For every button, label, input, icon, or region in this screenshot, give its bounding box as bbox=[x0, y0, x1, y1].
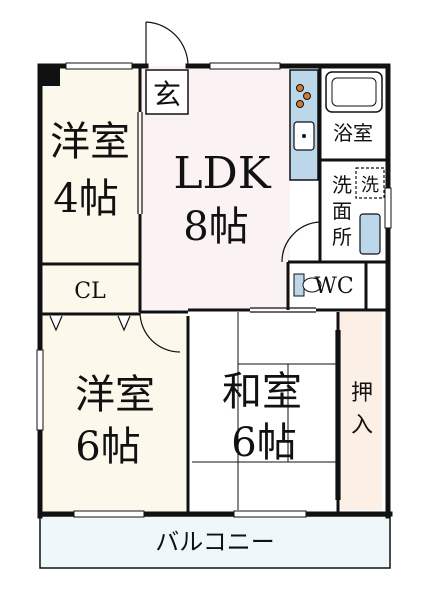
japanese-room-floor bbox=[192, 312, 338, 510]
western-room-4-size: 4帖 bbox=[53, 176, 118, 222]
ldk-size: 8帖 bbox=[183, 204, 248, 250]
bathtub-icon bbox=[325, 71, 383, 113]
corner-pillar bbox=[40, 66, 60, 86]
closet-floor bbox=[44, 266, 140, 314]
balcony-label: バルコニー bbox=[155, 528, 275, 556]
oshiire-floor bbox=[338, 312, 382, 510]
stove-burner-icon bbox=[296, 84, 304, 92]
western-room-6-size: 6帖 bbox=[75, 424, 140, 470]
vanity-icon bbox=[359, 213, 381, 255]
windows bbox=[36, 62, 392, 518]
washroom-label-3: 所 bbox=[332, 225, 352, 249]
western-room-4-floor bbox=[40, 66, 140, 264]
bath-label: 浴室 bbox=[333, 121, 373, 145]
japanese-room-label: 和室 bbox=[222, 369, 302, 415]
stove-burner-icon bbox=[296, 100, 304, 108]
washroom-label-1: 洗 bbox=[332, 173, 352, 197]
ldk-label: LDK bbox=[173, 148, 271, 199]
balcony-floor bbox=[39, 515, 391, 569]
western-room-4-label: 洋室 bbox=[50, 119, 130, 165]
sink-drain-icon bbox=[302, 134, 306, 138]
oshiire-label-2: 入 bbox=[351, 413, 373, 438]
stove-burner-icon bbox=[303, 92, 311, 100]
doors bbox=[49, 21, 341, 500]
wc-label: WC bbox=[314, 274, 353, 299]
western-room-6-label: 洋室 bbox=[75, 372, 155, 418]
washing-machine-icon bbox=[355, 167, 385, 199]
toilet-bowl-icon bbox=[302, 277, 322, 293]
oshiire-label-1: 押 bbox=[351, 381, 373, 406]
tatami-lines bbox=[192, 312, 338, 510]
bathtub-inner bbox=[331, 77, 377, 107]
washroom-label-2: 面 bbox=[332, 199, 352, 223]
closet-label: CL bbox=[74, 279, 106, 304]
washer-label: 洗 bbox=[361, 175, 379, 196]
japanese-room-size: 6帖 bbox=[231, 420, 296, 466]
entrance-floor bbox=[145, 69, 189, 115]
entrance-label: 玄 bbox=[153, 78, 181, 111]
